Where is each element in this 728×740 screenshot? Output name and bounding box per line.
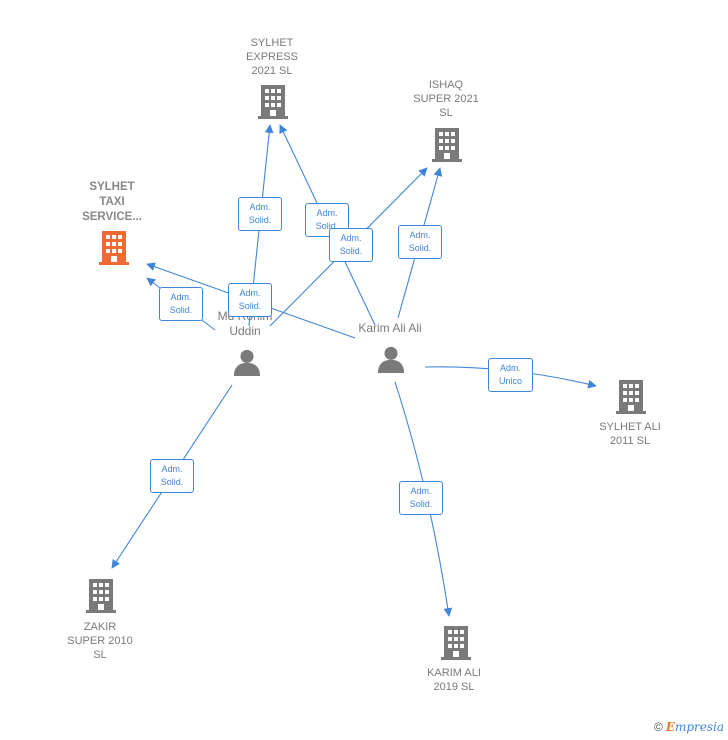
- node-label-karim-ali-2019[interactable]: KARIM ALI 2019 SL: [427, 667, 481, 693]
- relation-label[interactable]: Adm. Solid.: [399, 481, 443, 515]
- node-label-sylhet-taxi[interactable]: SYLHET TAXI SERVICE...: [82, 181, 142, 223]
- node-label-sylhet-ali[interactable]: SYLHET ALI 2011 SL: [599, 421, 661, 447]
- node-label-zakir-super[interactable]: ZAKIR SUPER 2010 SL: [67, 621, 133, 661]
- footer-brand: ©Empresia: [654, 720, 724, 734]
- relation-label[interactable]: Adm. Solid.: [329, 228, 373, 262]
- relation-label[interactable]: Adm. Solid.: [150, 459, 194, 493]
- relation-label[interactable]: Adm. Solid.: [228, 283, 272, 317]
- brand-logo: Empresia: [665, 720, 724, 734]
- relation-label[interactable]: Adm. Solid.: [159, 287, 203, 321]
- relation-label[interactable]: Adm. Solid.: [238, 197, 282, 231]
- building-icon: [258, 85, 288, 119]
- person-icon: [377, 346, 405, 373]
- node-label-sylhet-express[interactable]: SYLHET EXPRESS 2021 SL: [246, 37, 298, 77]
- relation-label[interactable]: Adm. Solid.: [398, 225, 442, 259]
- person-label-karim-ali-ali[interactable]: Karim Ali Ali: [358, 321, 422, 335]
- copyright-icon: ©: [653, 720, 663, 734]
- node-label-ishaq-super[interactable]: ISHAQ SUPER 2021 SL: [413, 79, 479, 119]
- building-icon: [441, 626, 471, 660]
- relation-label[interactable]: Adm. Unico: [488, 358, 533, 392]
- building-icon: [86, 579, 116, 613]
- person-icon: [233, 349, 261, 376]
- building-icon: [99, 231, 129, 265]
- building-icon: [616, 380, 646, 414]
- building-icon: [432, 128, 462, 162]
